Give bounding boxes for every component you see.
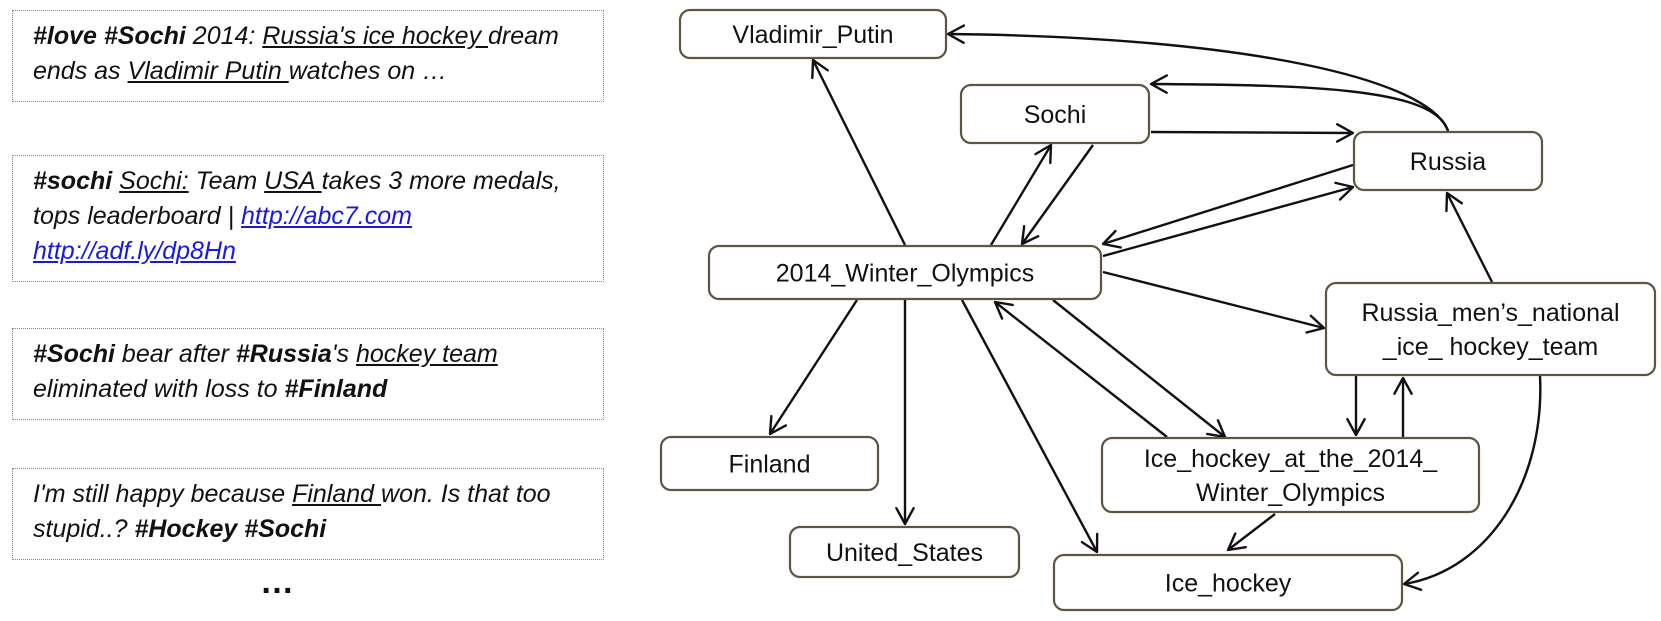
tweet-text: #sochi Sochi: Team USA takes 3 more meda… — [33, 167, 561, 265]
arrowhead — [993, 300, 1014, 320]
edge-russia-to-sochi — [1150, 82, 1450, 132]
entity-mention: USA — [264, 167, 322, 195]
entity-mention: hockey team — [356, 340, 498, 368]
tweet-box: I'm still happy because Finland won. Is … — [12, 468, 604, 560]
node-box — [788, 525, 1021, 579]
tweet-fragment: Team — [188, 167, 265, 195]
node-label: Finland — [729, 451, 811, 479]
edges-layer — [768, 24, 1542, 591]
tweet-box: #Sochi bear after #Russia's hockey team … — [12, 328, 604, 420]
tweet-fragment: 2014: — [185, 22, 263, 50]
entity-mention: Vladimir Putin — [127, 57, 289, 85]
arrowhead — [1445, 191, 1464, 213]
entity-mention: Russia's ice hockey — [262, 22, 489, 50]
entity-mention: Sochi: — [119, 167, 189, 195]
arrowhead — [895, 507, 915, 526]
node-label: United_States — [826, 539, 983, 567]
node-box — [707, 244, 1103, 301]
edge-russia-to-putin — [947, 32, 1450, 132]
node-box — [678, 8, 948, 60]
arrowhead — [1305, 314, 1326, 334]
node-russia: Russia — [1352, 130, 1544, 192]
edge-olympics-to-rmnit — [1102, 270, 1325, 330]
tweet-fragment: takes 3 more medals, tops leaderboard | — [33, 167, 561, 230]
node-label: _ice_ hockey_team — [1382, 333, 1598, 361]
tweet-link[interactable]: http://abc7.com — [241, 202, 412, 230]
arrowhead — [946, 24, 966, 45]
node-rmnit: Russia_men’s_national _ice_ hockey_team — [1324, 281, 1657, 377]
tweet-text: I'm still happy because Finland won. Is … — [33, 480, 551, 543]
node-label: Ice_hockey_at_the_2014_ — [1144, 445, 1438, 473]
entity-mention: Finland — [292, 480, 382, 508]
edge-olympics-to-putin — [811, 59, 907, 246]
edge-olympics-to-icehockey — [960, 299, 1099, 553]
hashtag: #Sochi — [33, 340, 115, 368]
arrowhead — [768, 414, 788, 436]
node-label: 2014_Winter_Olympics — [776, 260, 1034, 288]
arrowhead — [1393, 376, 1413, 395]
arrowhead — [1034, 143, 1053, 165]
edge-ihwo-to-olympics — [994, 301, 1168, 438]
hashtag: #love #Sochi — [33, 22, 186, 50]
arrowhead — [1335, 123, 1355, 143]
more-ellipsis: … — [260, 563, 295, 601]
edge-olympics-to-ihwo — [1052, 299, 1226, 438]
edge-russia-to-olympics — [1102, 163, 1354, 246]
edge-rmnit-to-icehockey — [1403, 375, 1542, 586]
node-label: Winter_Olympics — [1196, 479, 1385, 507]
hashtag: #sochi — [33, 167, 113, 195]
arrowhead — [1226, 532, 1247, 552]
edge-ihwo-to-icehockey — [1227, 513, 1276, 551]
tweet-text: #Sochi bear after #Russia's hockey team … — [33, 340, 498, 403]
hashtag: #Hockey #Sochi — [134, 515, 327, 543]
arrowhead — [1346, 418, 1366, 437]
node-box — [1052, 553, 1404, 612]
arrowhead — [1080, 532, 1099, 554]
node-box — [1100, 436, 1481, 514]
node-label: Russia_men’s_national — [1361, 299, 1619, 327]
tweet-fragment: I'm still happy because — [33, 480, 293, 508]
node-sochi: Sochi — [959, 83, 1151, 145]
arrowhead — [811, 58, 829, 80]
edge-olympics-to-sochi — [989, 144, 1053, 246]
node-label: Ice_hockey — [1165, 570, 1292, 598]
node-box — [659, 435, 880, 492]
tweet-link[interactable]: http://adf.ly/dp8Hn — [33, 237, 236, 265]
tweet-fragment: won. Is that too stupid..? — [33, 480, 551, 543]
node-finland: Finland — [659, 435, 880, 492]
node-label: Vladimir_Putin — [732, 21, 893, 49]
node-label: Sochi — [1024, 101, 1087, 129]
tweet-fragment: bear after — [114, 340, 236, 368]
arrowhead — [1149, 74, 1169, 94]
edge-sochi-to-olympics — [1021, 144, 1094, 245]
arrowhead — [1402, 571, 1423, 591]
node-olympics: 2014_Winter_Olympics — [707, 244, 1103, 301]
tweet-fragment: eliminated with loss to — [33, 375, 285, 403]
node-usa: United_States — [788, 525, 1021, 579]
tweet-fragment: 's — [331, 340, 356, 368]
edge-rmnit-to-russia — [1445, 192, 1494, 283]
node-label: Russia — [1410, 148, 1487, 176]
tweet-fragment: dream ends as — [33, 22, 559, 85]
arrowhead — [1101, 229, 1122, 249]
arrowhead — [1020, 224, 1040, 246]
tweet-text: #love #Sochi 2014: Russia's ice hockey d… — [33, 22, 559, 85]
node-putin: Vladimir_Putin — [678, 8, 948, 60]
edge-sochi-to-russia — [1150, 130, 1354, 135]
node-ihwo: Ice_hockey_at_the_2014_ Winter_Olympics — [1100, 436, 1481, 514]
node-box — [1324, 281, 1657, 377]
tweet-fragment: watches on … — [288, 57, 448, 85]
tweet-box: #sochi Sochi: Team USA takes 3 more meda… — [12, 155, 604, 282]
tweet-box: #love #Sochi 2014: Russia's ice hockey d… — [12, 10, 604, 102]
node-box — [1352, 130, 1544, 192]
edge-olympics-to-russia — [1102, 185, 1354, 258]
node-icehockey: Ice_hockey — [1052, 553, 1404, 612]
arrowhead — [1334, 181, 1355, 201]
node-box — [959, 83, 1151, 145]
hashtag: #Finland — [284, 375, 388, 403]
hashtag: #Russia — [235, 340, 332, 368]
edge-olympics-to-finland — [768, 299, 859, 435]
